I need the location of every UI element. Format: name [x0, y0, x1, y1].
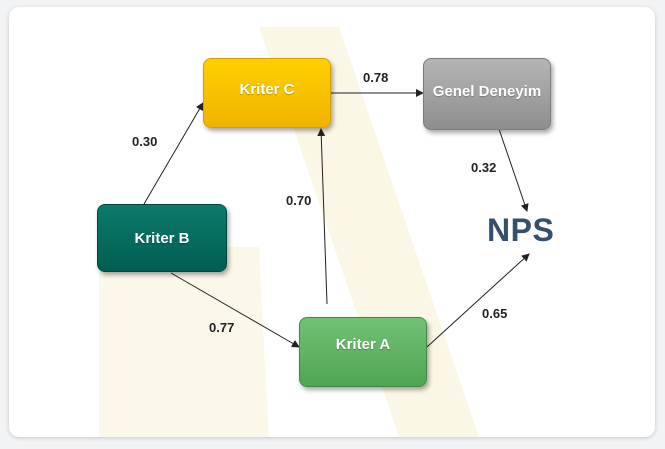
edge-label-b-to-a: 0.77	[209, 320, 235, 335]
node-kriter-c: Kriter C	[203, 58, 331, 128]
node-genel-deneyim-label: Genel Deneyim	[432, 83, 542, 100]
node-kriter-b-label: Kriter B	[134, 229, 190, 247]
edge-a-to-nps	[426, 253, 530, 348]
edge-label-genel-to-nps: 0.32	[471, 160, 497, 175]
edge-a-to-c	[317, 128, 328, 305]
node-kriter-b: Kriter B	[97, 204, 227, 272]
edge-b-to-a	[170, 272, 300, 348]
edge-label-b-to-c: 0.30	[132, 134, 158, 149]
edge-b-to-c	[143, 102, 204, 205]
edge-label-a-to-c: 0.70	[286, 193, 312, 208]
node-genel-deneyim: Genel Deneyim	[423, 58, 551, 130]
node-kriter-c-label: Kriter C	[239, 81, 295, 98]
node-kriter-a: Kriter A	[299, 317, 427, 387]
edge-label-c-to-genel: 0.78	[363, 70, 389, 85]
node-kriter-a-label: Kriter A	[335, 336, 391, 353]
diagram-card: Kriter C Genel Deneyim Kriter B Kriter A…	[9, 7, 655, 437]
edge-layer	[143, 89, 530, 348]
edge-label-a-to-nps: 0.65	[482, 306, 508, 321]
edge-genel-to-nps	[498, 128, 529, 212]
node-nps: NPS	[487, 212, 555, 248]
